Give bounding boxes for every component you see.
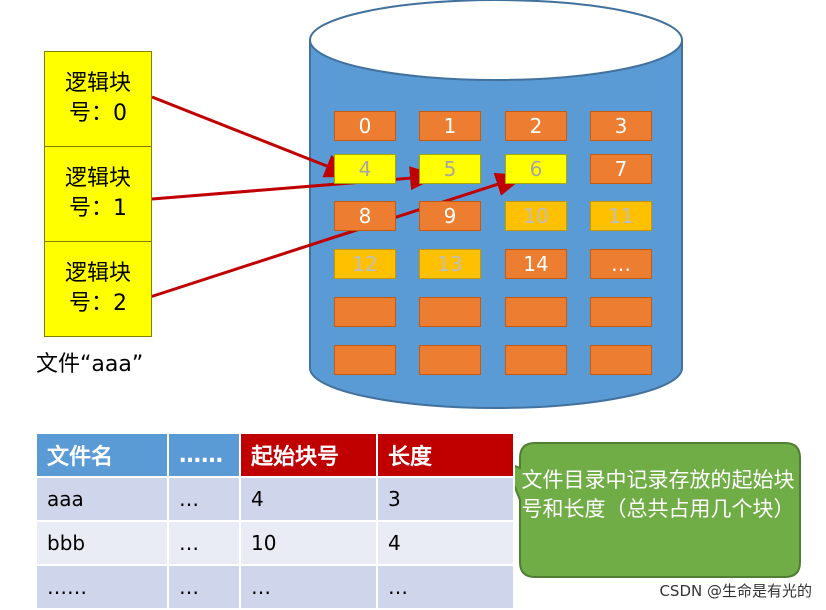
cell: … (167, 520, 241, 566)
disk-block-12: 12 (334, 249, 396, 279)
header-ellipsis: …… (167, 432, 241, 478)
cell: … (376, 564, 515, 610)
disk-block-22 (505, 345, 567, 375)
disk-block-14: 14 (505, 249, 567, 279)
disk-block-10: 10 (505, 201, 567, 231)
disk-block-15: … (590, 249, 652, 279)
callout-text: 文件目录中记录存放的起始块号和长度（总共占用几个块） (521, 468, 795, 521)
cell: … (239, 564, 378, 610)
disk-block-8: 8 (334, 201, 396, 231)
disk-top (309, 0, 683, 81)
table-header-row: 文件名 …… 起始块号 长度 (35, 432, 515, 478)
disk-block-4: 4 (334, 154, 396, 184)
cell: … (167, 564, 241, 610)
disk-block-20 (334, 345, 396, 375)
cell: 4 (239, 476, 378, 522)
disk-block-3: 3 (590, 111, 652, 141)
watermark: CSDN @生命是有光的 (659, 582, 812, 600)
disk-block-7: 7 (590, 154, 652, 184)
cell: 10 (239, 520, 378, 566)
cell: 3 (376, 476, 515, 522)
disk-block-16 (334, 297, 396, 327)
disk-block-11: 11 (590, 201, 652, 231)
disk-block-6: 6 (505, 154, 567, 184)
cell: … (167, 476, 241, 522)
disk-block-21 (419, 345, 481, 375)
header-length: 长度 (376, 432, 515, 478)
disk-block-23 (590, 345, 652, 375)
disk-block-1: 1 (419, 111, 481, 141)
cell: 4 (376, 520, 515, 566)
cell: …… (35, 564, 169, 610)
disk-block-2: 2 (505, 111, 567, 141)
disk-block-17 (419, 297, 481, 327)
disk-block-19 (590, 297, 652, 327)
logical-block-2: 逻辑块 号：2 (44, 241, 152, 337)
disk-block-9: 9 (419, 201, 481, 231)
disk-block-18 (505, 297, 567, 327)
cell: bbb (35, 520, 169, 566)
header-start-block: 起始块号 (239, 432, 378, 478)
cell: aaa (35, 476, 169, 522)
callout-bubble (503, 442, 801, 578)
logical-block-1: 逻辑块 号：1 (44, 146, 152, 242)
table-row: …… … … … (35, 564, 515, 610)
logical-block-0: 逻辑块 号：0 (44, 51, 152, 147)
disk-block-5: 5 (419, 154, 481, 184)
disk-cylinder (309, 39, 683, 409)
logical-blocks: 逻辑块 号：0 逻辑块 号：1 逻辑块 号：2 (44, 51, 152, 337)
table-row: bbb … 10 4 (35, 520, 515, 566)
mapping-arrow-2 (146, 172, 526, 300)
table-row: aaa … 4 3 (35, 476, 515, 522)
disk-block-0: 0 (334, 111, 396, 141)
file-name-label: 文件“aaa” (36, 352, 144, 377)
mapping-arrow-0 (151, 95, 355, 178)
header-filename: 文件名 (35, 432, 169, 478)
file-directory-table: 文件名 …… 起始块号 长度 aaa … 4 3 bbb … 10 4 …… …… (35, 432, 515, 610)
disk-block-13: 13 (419, 249, 481, 279)
